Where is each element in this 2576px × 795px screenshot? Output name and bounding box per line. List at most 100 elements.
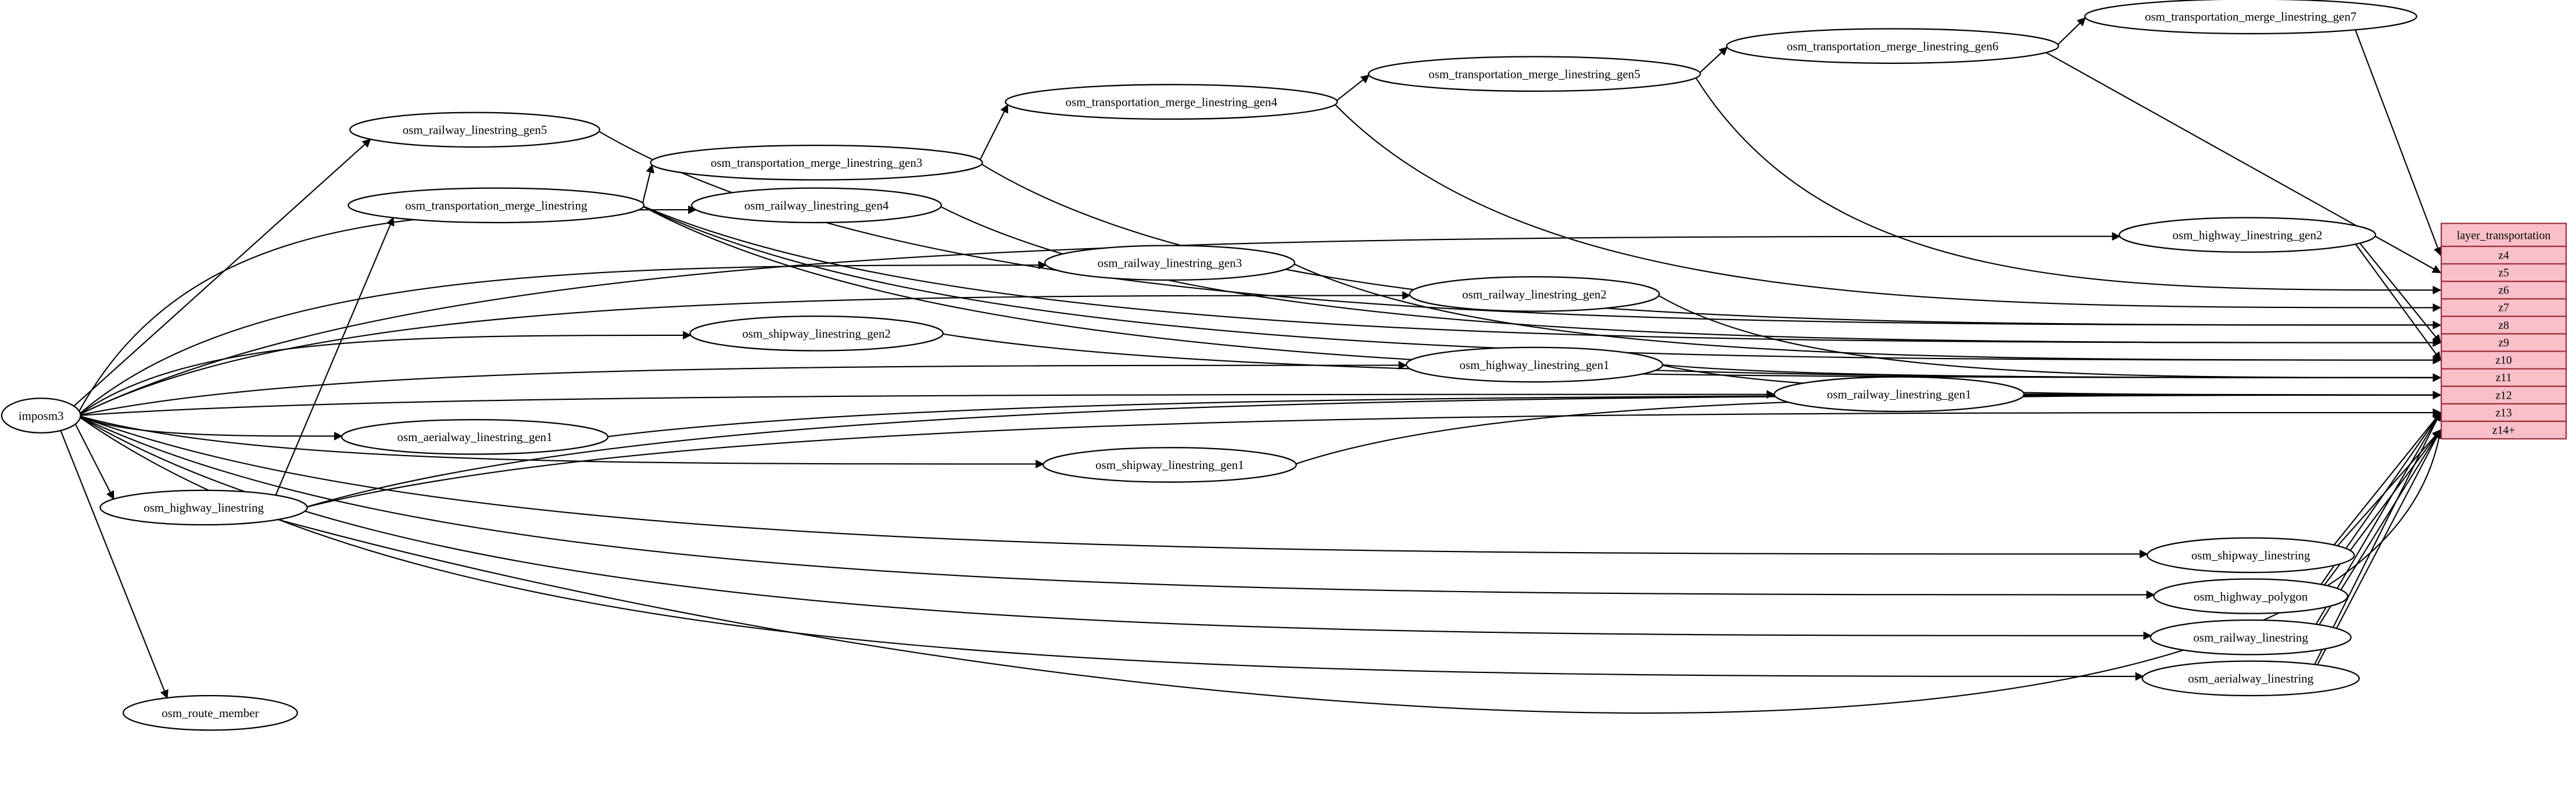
table-row-z5: z5 bbox=[2441, 263, 2567, 282]
edge-osm_highway_linestring_gen2-to-z10 bbox=[2355, 243, 2441, 361]
edge-osm_highway_linestring-to-z14+ bbox=[275, 429, 2444, 714]
table-row-label: z14+ bbox=[2492, 424, 2515, 436]
node-osm-highway-linestring-gen1: osm_highway_linestring_gen1 bbox=[1405, 346, 1664, 383]
edge-osm_railway_linestring_gen3-to-z10 bbox=[1294, 263, 2442, 364]
node-osm-transportation-merge-linestring-gen4: osm_transportation_merge_linestring_gen4 bbox=[1005, 84, 1338, 120]
node-label: osm_route_member bbox=[162, 706, 259, 720]
edge-osm_highway_linestring-to-z13 bbox=[307, 408, 2442, 508]
node-ellipse bbox=[1044, 245, 1295, 281]
node-osm-transportation-merge-linestring-gen3: osm_transportation_merge_linestring_gen3 bbox=[650, 145, 983, 181]
edge-osm_highway_linestring-to-z12 bbox=[307, 391, 2442, 507]
node-ellipse bbox=[1726, 28, 2059, 64]
node-label: imposm3 bbox=[19, 409, 64, 422]
node-imposm3: imposm3 bbox=[1, 398, 81, 434]
node-ellipse bbox=[1, 398, 81, 434]
edge-imposm3-to-osm_aerialway_linestring_gen1 bbox=[80, 416, 343, 441]
node-ellipse bbox=[2146, 537, 2355, 574]
edge-osm_transportation_merge_linestring_gen6-to-osm_transportation_merge_linestring_gen7 bbox=[2057, 17, 2086, 45]
edge-osm_transportation_merge_linestring_gen5-to-z6 bbox=[1695, 77, 2442, 295]
layer-transportation-table: layer_transportation z4 z5 z6 z7 z8 z9 bbox=[2441, 223, 2567, 440]
table-row-z11: z11 bbox=[2441, 368, 2567, 387]
node-label: osm_railway_linestring_gen5 bbox=[403, 123, 547, 137]
node-osm-railway-linestring-gen2: osm_railway_linestring_gen2 bbox=[1409, 276, 1660, 312]
edge-osm_aerialway_linestring_gen1-to-z12 bbox=[607, 391, 2442, 438]
node-label: osm_transportation_merge_linestring_gen4 bbox=[1066, 95, 1278, 109]
node-osm-transportation-merge-linestring-gen7: osm_transportation_merge_linestring_gen7 bbox=[2084, 0, 2417, 35]
edge-imposm3-to-osm_route_member bbox=[60, 430, 169, 699]
node-ellipse bbox=[2153, 578, 2349, 614]
node-ellipse bbox=[1042, 447, 1297, 483]
node-osm-highway-polygon: osm_highway_polygon bbox=[2153, 578, 2349, 614]
node-label: osm_highway_linestring_gen1 bbox=[1460, 358, 1610, 372]
edge-osm_transportation_merge_linestring_gen5-to-osm_transportation_merge_linestring_gen6 bbox=[1699, 46, 1728, 73]
node-osm-railway-linestring-gen4: osm_railway_linestring_gen4 bbox=[691, 187, 943, 224]
table-row-bg bbox=[2441, 385, 2567, 405]
table-row-z4: z4 bbox=[2441, 245, 2567, 265]
table-row-label: z10 bbox=[2496, 354, 2512, 367]
node-label: osm_aerialway_linestring bbox=[2188, 672, 2314, 686]
table-row-bg bbox=[2441, 350, 2567, 370]
table-row-bg bbox=[2441, 333, 2567, 352]
edge-osm_transportation_merge_linestring_gen6-to-z5 bbox=[2045, 52, 2442, 274]
table-row-z10: z10 bbox=[2441, 350, 2567, 370]
node-label: osm_transportation_merge_linestring_gen3 bbox=[711, 156, 922, 170]
node-ellipse bbox=[1367, 56, 1701, 92]
node-label: osm_railway_linestring_gen2 bbox=[1462, 287, 1607, 301]
edge-imposm3-to-osm_railway_linestring_gen2 bbox=[80, 291, 1411, 415]
node-osm-aerialway-linestring-gen1: osm_aerialway_linestring_gen1 bbox=[341, 419, 609, 455]
table-row-label: z13 bbox=[2496, 407, 2512, 419]
node-label: osm_railway_linestring_gen1 bbox=[1827, 388, 1972, 402]
node-label: osm_shipway_linestring_gen1 bbox=[1095, 458, 1244, 472]
node-label: osm_transportation_merge_linestring bbox=[405, 199, 587, 213]
table-row-bg bbox=[2441, 263, 2567, 282]
edge-imposm3-to-osm_shipway_linestring_gen2 bbox=[80, 331, 692, 414]
node-ellipse bbox=[122, 694, 298, 731]
table-row-z12: z12 bbox=[2441, 385, 2567, 405]
table-row-bg bbox=[2441, 281, 2567, 300]
edge-osm_transportation_merge_linestring-to-osm_transportation_merge_linestring_gen3 bbox=[642, 164, 655, 203]
node-label: osm_railway_linestring_gen3 bbox=[1098, 256, 1242, 270]
table-row-bg bbox=[2441, 245, 2567, 265]
edge-osm_highway_linestring-to-osm_transportation_merge_linestring bbox=[275, 217, 395, 496]
edge-osm_transportation_merge_linestring_gen3-to-osm_transportation_merge_linestring_gen4 bbox=[979, 104, 1009, 160]
edge-osm_highway_linestring_gen2-to-z9 bbox=[2359, 242, 2441, 343]
node-osm-railway-linestring: osm_railway_linestring bbox=[2149, 619, 2352, 656]
node-ellipse bbox=[2118, 217, 2377, 253]
node-ellipse bbox=[349, 112, 601, 148]
node-label: osm_highway_linestring_gen2 bbox=[2173, 228, 2323, 242]
table-row-label: z7 bbox=[2498, 302, 2509, 314]
node-label: osm_shipway_linestring_gen2 bbox=[742, 327, 891, 341]
table-row-bg bbox=[2441, 316, 2567, 335]
node-osm-transportation-merge-linestring-gen5: osm_transportation_merge_linestring_gen5 bbox=[1367, 56, 1701, 92]
node-label: osm_highway_polygon bbox=[2194, 589, 2308, 603]
node-label: osm_transportation_merge_linestring_gen5 bbox=[1428, 67, 1640, 81]
edge-osm_transportation_merge_linestring_gen7-to-z4 bbox=[2355, 30, 2442, 256]
table-row-z8: z8 bbox=[2441, 316, 2567, 335]
table-row-label: z5 bbox=[2498, 267, 2509, 280]
node-ellipse bbox=[2141, 660, 2360, 697]
node-ellipse bbox=[99, 489, 308, 526]
table-header: layer_transportation bbox=[2441, 223, 2567, 248]
edge-imposm3-to-osm_railway_linestring_gen1 bbox=[80, 390, 1775, 416]
node-ellipse bbox=[1405, 346, 1664, 383]
edge-osm_transportation_merge_linestring-to-z10 bbox=[643, 206, 2442, 364]
node-osm-route-member: osm_route_member bbox=[122, 694, 298, 731]
node-label: osm_highway_linestring bbox=[144, 501, 264, 515]
table-row-z9: z9 bbox=[2441, 333, 2567, 352]
node-osm-highway-linestring-gen2: osm_highway_linestring_gen2 bbox=[2118, 217, 2377, 253]
edge-osm_aerialway_linestring-to-z13 bbox=[2314, 411, 2441, 665]
node-label: osm_transportation_merge_linestring_gen7 bbox=[2145, 10, 2356, 24]
edge-osm_shipway_linestring-to-z13 bbox=[2333, 411, 2441, 546]
node-label: osm_railway_linestring bbox=[2193, 631, 2308, 644]
node-ellipse bbox=[341, 419, 609, 455]
node-osm-railway-linestring-gen5: osm_railway_linestring_gen5 bbox=[349, 112, 601, 148]
node-ellipse bbox=[1409, 276, 1660, 312]
edge-imposm3-to-osm_highway_linestring_gen2 bbox=[80, 232, 2121, 415]
node-ellipse bbox=[691, 187, 943, 224]
table-row-label: z9 bbox=[2498, 337, 2509, 349]
node-osm-transportation-merge-linestring-gen6: osm_transportation_merge_linestring_gen6 bbox=[1726, 28, 2059, 64]
node-ellipse bbox=[1005, 84, 1338, 120]
table-row-z13: z13 bbox=[2441, 403, 2567, 422]
